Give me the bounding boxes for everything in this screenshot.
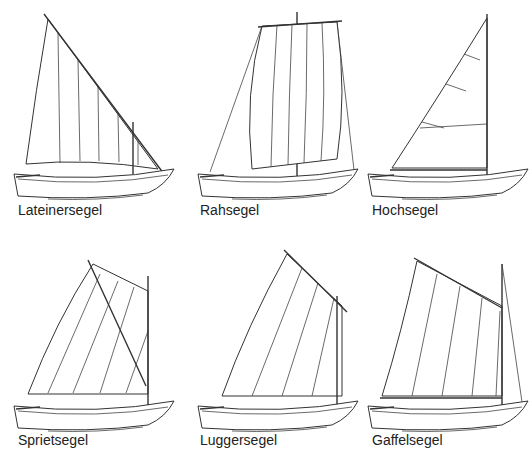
sail-type-label: Luggersegel [200,432,277,448]
bermuda-sail-boat [368,14,528,200]
sail-type-label: Gaffelsegel [372,432,443,448]
gaff-sail-boat [368,258,528,432]
sail-type-label: Sprietsegel [18,432,88,448]
sail-type-label: Rahsegel [200,202,259,218]
sail-type-label: Lateinersegel [18,202,102,218]
lugsail-boat [198,250,358,432]
square-sail-boat [198,12,358,200]
lateen-boat [14,14,174,200]
spritsail-boat [14,260,174,432]
sail-type-label: Hochsegel [372,202,438,218]
